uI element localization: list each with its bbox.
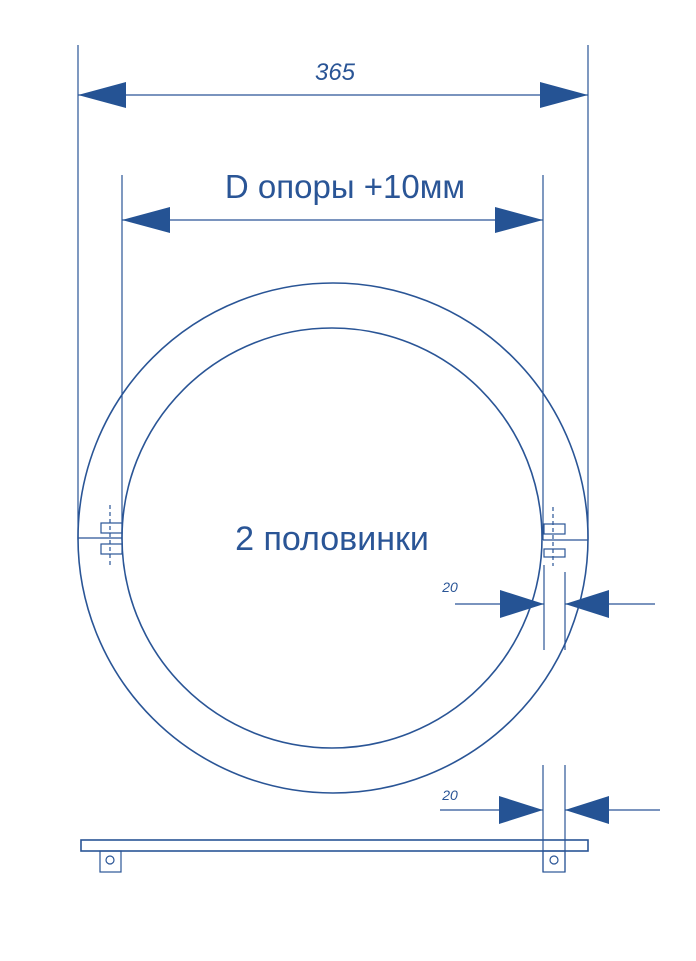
side-view-bar (80, 839, 589, 852)
dimension-bar-width: 20 (440, 765, 660, 872)
right-lug (542, 850, 566, 873)
arrow-left-icon (565, 796, 609, 824)
arrow-left-icon (122, 207, 170, 233)
ring-width-label: 20 (441, 579, 458, 595)
left-joint (78, 505, 123, 565)
dimension-d-opory: D опоры +10мм (121, 168, 544, 540)
side-view (80, 839, 589, 873)
dimension-365: 365 (77, 45, 589, 540)
arrow-right-icon (540, 82, 588, 108)
bar-width-label: 20 (441, 787, 458, 803)
right-joint (543, 507, 588, 566)
left-lug (99, 850, 122, 873)
arrow-left-icon (78, 82, 126, 108)
right-lug-hole (549, 855, 559, 865)
arrow-right-icon (500, 590, 544, 618)
arrow-right-icon (495, 207, 543, 233)
arrow-right-icon (499, 796, 543, 824)
d-opory-label: D опоры +10мм (225, 168, 465, 205)
dimension-ring-width: 20 (441, 565, 655, 650)
arrow-left-icon (565, 590, 609, 618)
dimension-365-label: 365 (315, 59, 356, 86)
left-lug-hole (105, 855, 115, 865)
center-label: 2 половинки (235, 520, 429, 558)
